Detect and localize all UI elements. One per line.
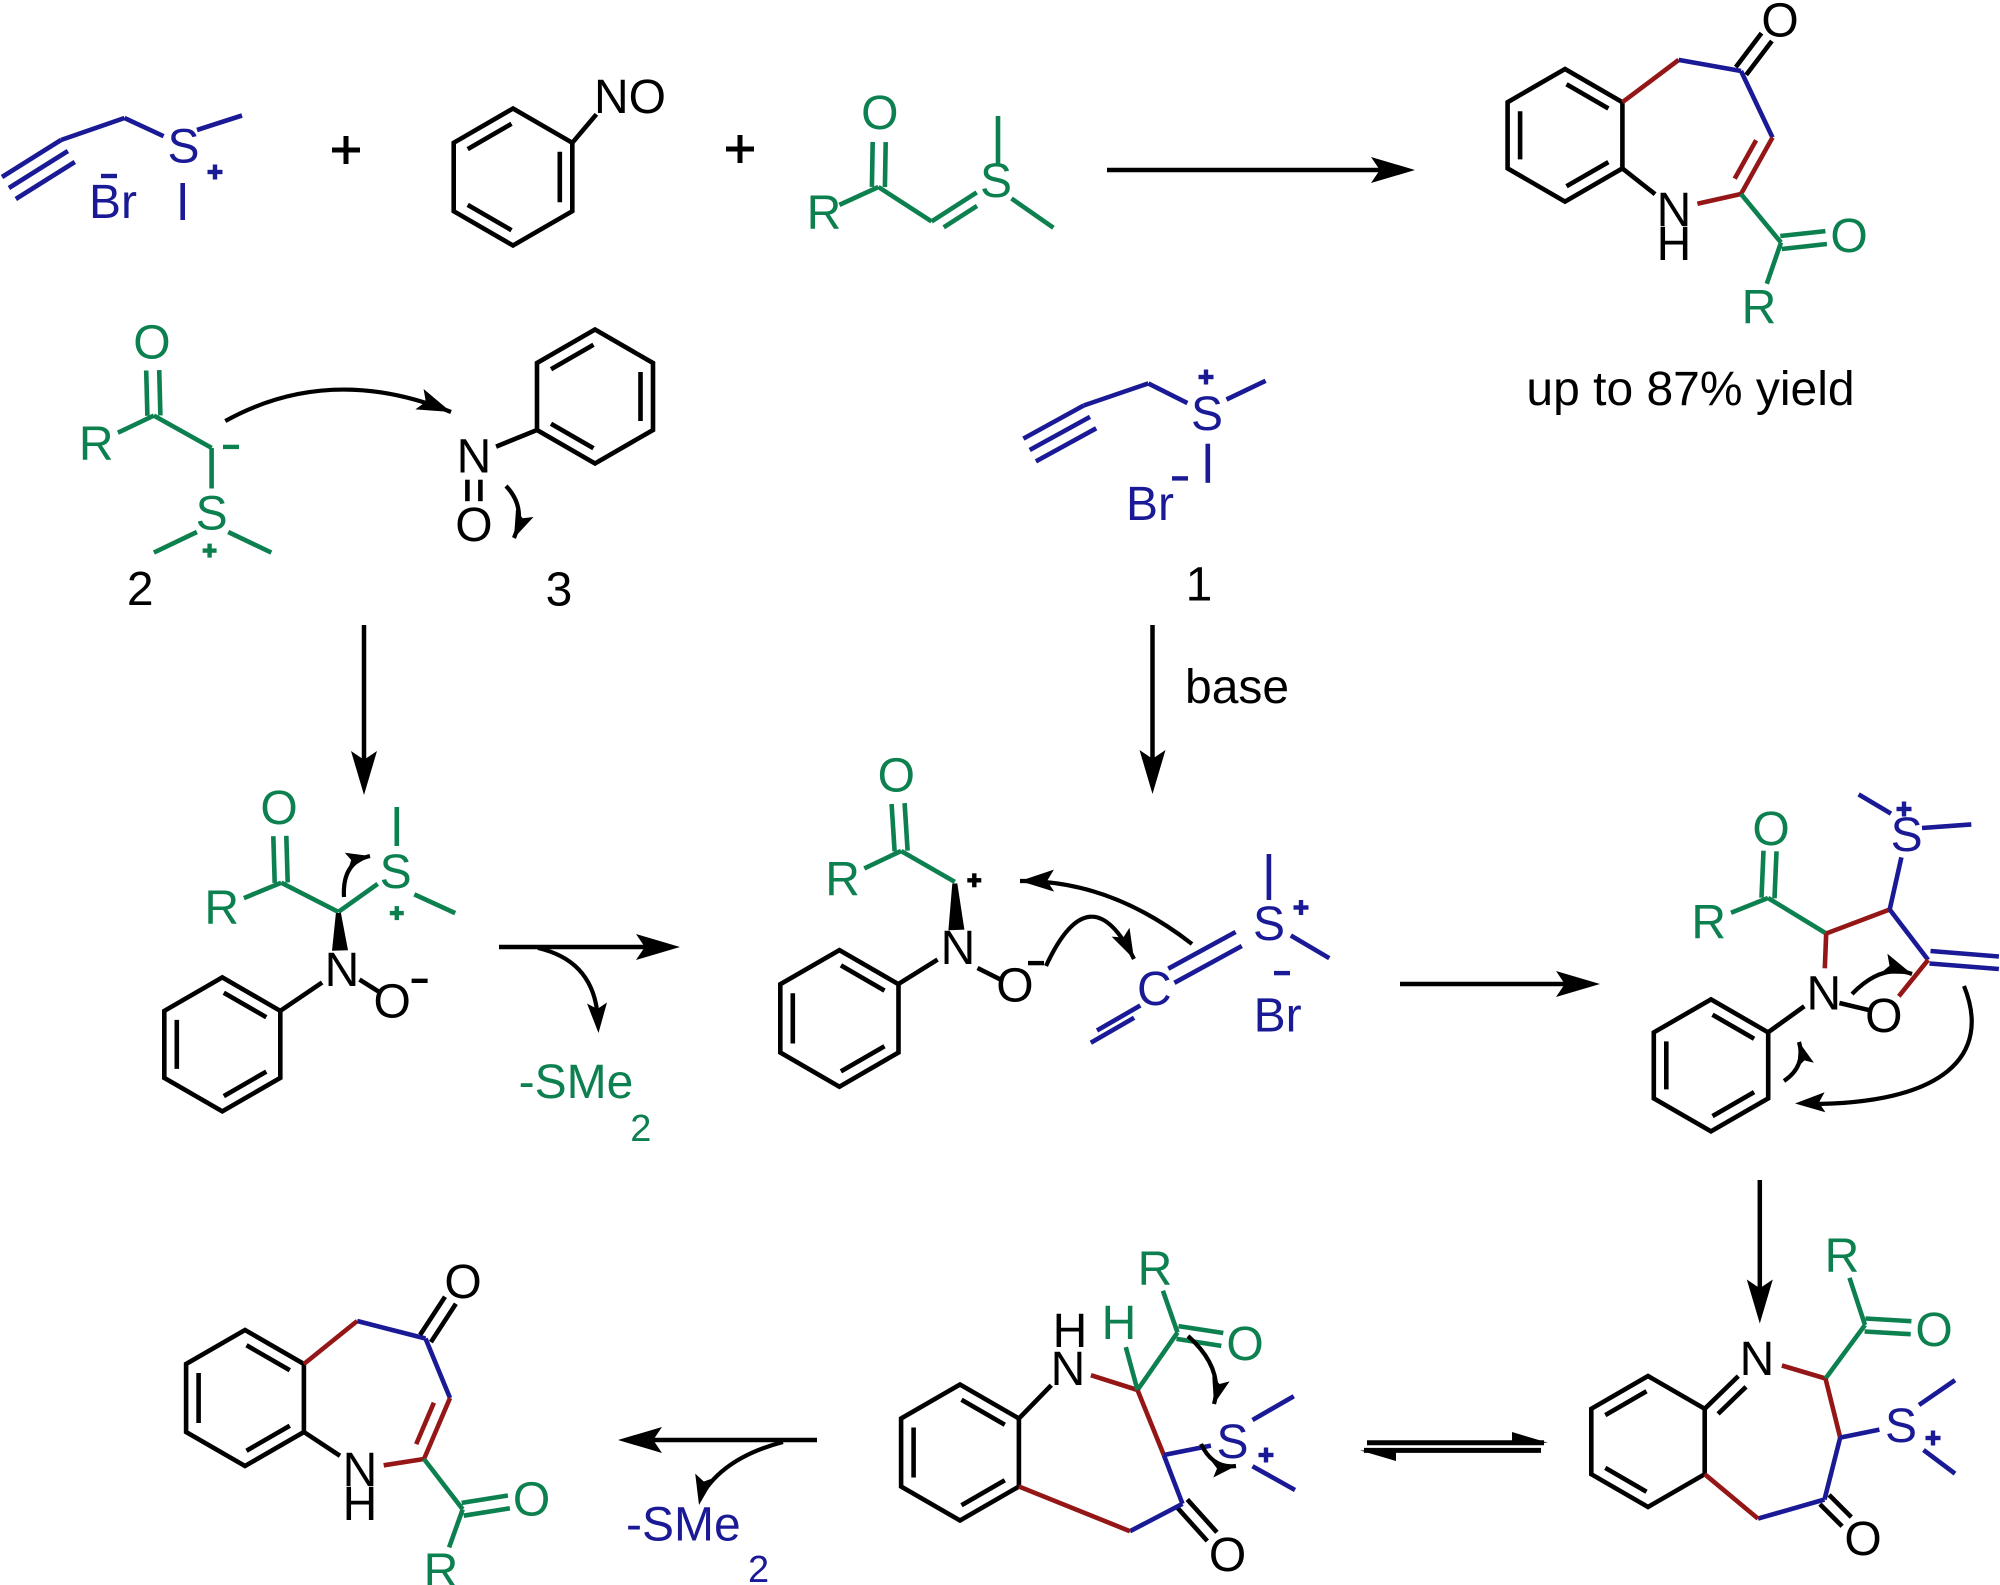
svg-text:O: O <box>1761 0 1798 48</box>
svg-text:2: 2 <box>748 1549 769 1585</box>
svg-text:O: O <box>1226 1318 1263 1371</box>
svg-text:H: H <box>1657 218 1692 271</box>
svg-text:O: O <box>374 976 411 1029</box>
svg-text:1: 1 <box>1186 559 1213 612</box>
svg-text:O: O <box>861 87 898 140</box>
svg-text:O: O <box>444 1256 481 1309</box>
svg-text:O: O <box>260 782 297 835</box>
svg-text:Br: Br <box>89 176 137 229</box>
svg-text:Br: Br <box>1126 478 1174 531</box>
svg-text:N: N <box>457 431 492 484</box>
svg-text:R: R <box>1742 282 1777 335</box>
svg-text:N: N <box>941 922 976 975</box>
svg-text:R: R <box>1138 1243 1173 1296</box>
svg-text:R: R <box>1691 897 1726 950</box>
svg-text:-SMe: -SMe <box>519 1056 634 1109</box>
svg-text:O: O <box>1830 210 1867 263</box>
svg-text:H: H <box>343 1478 378 1531</box>
svg-text:N: N <box>1657 184 1692 237</box>
svg-text:O: O <box>1752 803 1789 856</box>
svg-text:Br: Br <box>1254 990 1302 1043</box>
svg-text:S: S <box>1885 1400 1917 1453</box>
svg-text:O: O <box>1865 990 1902 1043</box>
svg-text:N: N <box>1806 967 1841 1020</box>
svg-text:S: S <box>1216 1416 1248 1469</box>
svg-text:O: O <box>878 750 915 803</box>
svg-text:O: O <box>996 959 1033 1012</box>
svg-text:O: O <box>455 499 492 552</box>
svg-text:S: S <box>1891 809 1923 862</box>
svg-text:base: base <box>1185 661 1289 714</box>
svg-text:R: R <box>204 882 239 935</box>
svg-text:R: R <box>424 1545 459 1585</box>
svg-text:O: O <box>1915 1304 1952 1357</box>
svg-text:R: R <box>825 854 860 907</box>
svg-text:C: C <box>1137 963 1172 1016</box>
svg-text:O: O <box>1844 1513 1881 1566</box>
svg-text:S: S <box>196 488 228 541</box>
svg-text:up to 87% yield: up to 87% yield <box>1526 363 1854 416</box>
svg-text:N: N <box>325 944 360 997</box>
svg-text:S: S <box>167 121 199 174</box>
svg-text:S: S <box>1191 388 1223 441</box>
svg-text:S: S <box>380 846 412 899</box>
svg-text:R: R <box>79 418 114 471</box>
svg-text:R: R <box>1825 1230 1860 1283</box>
svg-text:2: 2 <box>630 1108 651 1150</box>
svg-text:R: R <box>807 187 842 240</box>
svg-text:N: N <box>1051 1343 1086 1396</box>
svg-text:2: 2 <box>127 563 154 616</box>
svg-text:NO: NO <box>594 71 666 124</box>
svg-text:O: O <box>1209 1529 1246 1582</box>
svg-text:O: O <box>513 1473 550 1526</box>
svg-text:H: H <box>1102 1297 1137 1350</box>
svg-text:N: N <box>343 1444 378 1497</box>
svg-text:O: O <box>133 316 170 369</box>
svg-text:H: H <box>1053 1305 1088 1358</box>
svg-text:-SMe: -SMe <box>626 1499 741 1552</box>
svg-text:S: S <box>1253 898 1285 951</box>
svg-text:N: N <box>1740 1333 1775 1386</box>
svg-text:3: 3 <box>546 564 573 617</box>
